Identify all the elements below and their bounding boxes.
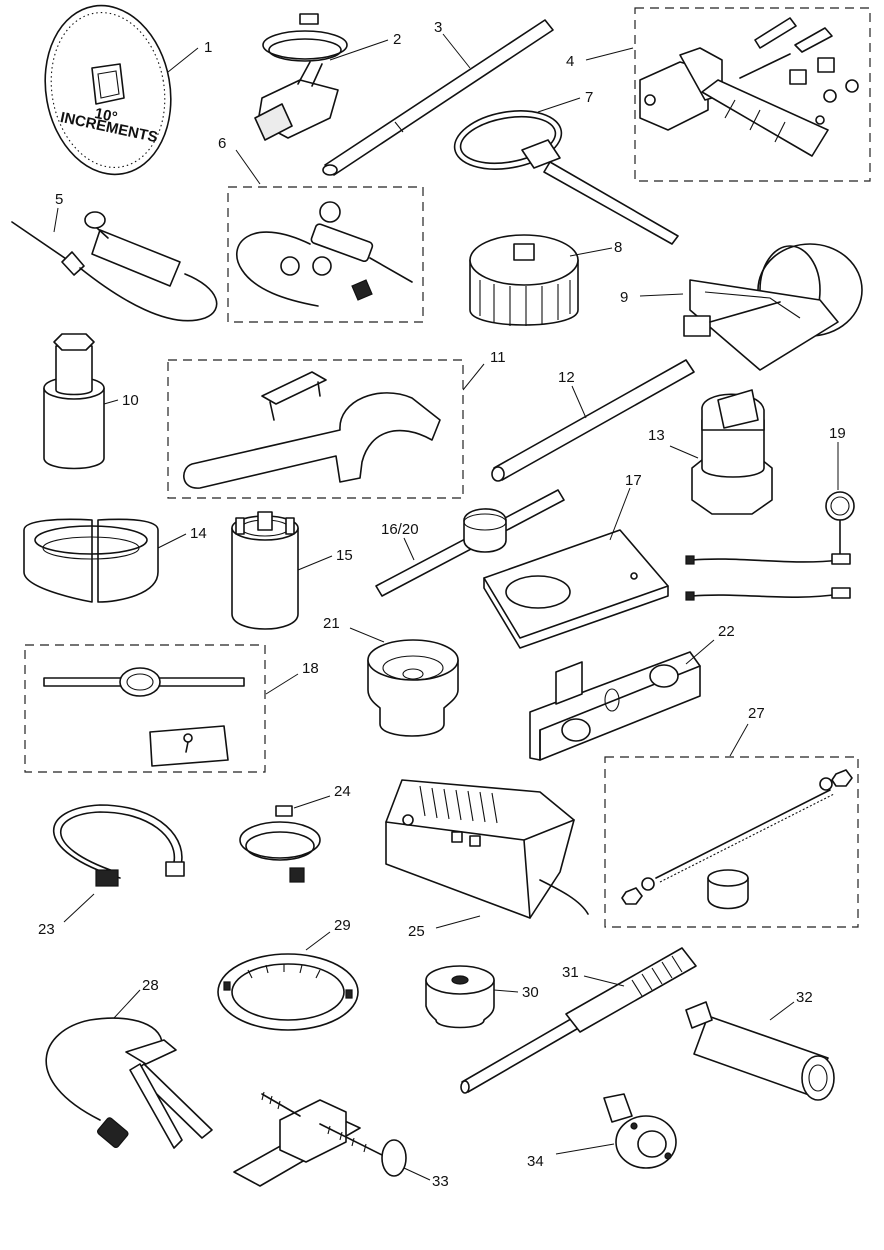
callout-11: 11 — [490, 349, 506, 366]
callout-22: 22 — [718, 623, 735, 640]
callout-31: 31 — [562, 964, 579, 981]
callout-13: 13 — [648, 427, 665, 444]
syringe-tool — [11, 211, 218, 322]
callout-10: 10 — [122, 392, 139, 409]
callout-9: 9 — [620, 289, 628, 306]
die-holder-kit — [43, 667, 245, 767]
callout-4: 4 — [566, 53, 574, 70]
t-bar-tool — [375, 489, 565, 597]
group-box-4 — [634, 7, 871, 182]
flywheel-puller-34 — [603, 1093, 677, 1169]
group-box-6 — [227, 186, 424, 323]
cylinder-puller-32 — [685, 1001, 835, 1101]
callout-25: 25 — [408, 923, 425, 940]
charger-unit — [385, 779, 589, 919]
long-rod-tool — [491, 359, 695, 482]
puller-bar-tool — [529, 651, 701, 761]
group-box-11 — [167, 359, 464, 499]
cup-adapter — [367, 639, 459, 737]
pressure-test-kit — [236, 201, 413, 307]
knurled-drift-tool — [460, 947, 697, 1094]
c-spanner-tool — [183, 371, 441, 489]
callout-32: 32 — [796, 989, 813, 1006]
callout-15: 15 — [336, 547, 353, 564]
degree-disc-tool: 10° INCREMENTS — [44, 4, 172, 176]
draw-bolt-kit — [621, 769, 853, 910]
press-clamp-tool — [683, 243, 863, 371]
callout-29: 29 — [334, 917, 351, 934]
callout-5: 5 — [55, 191, 63, 208]
callout-21: 21 — [323, 615, 340, 632]
lead-cable-24 — [239, 805, 321, 883]
long-bar-tool — [322, 19, 554, 176]
bolt-driver-tool — [43, 333, 105, 470]
oil-filter-wrench — [469, 234, 579, 326]
callout-28: 28 — [142, 977, 159, 994]
callout-16-20: 16/20 — [381, 521, 419, 538]
castellated-socket — [231, 511, 299, 630]
chain-tool-kit — [639, 17, 859, 157]
hex-socket-tool — [691, 389, 773, 515]
callout-12: 12 — [558, 369, 575, 386]
callout-3: 3 — [434, 19, 442, 36]
clutch-holder-ring — [217, 953, 359, 1031]
callout-23: 23 — [38, 921, 55, 938]
strap-wrench-tool — [453, 110, 679, 245]
callout-1: 1 — [204, 39, 212, 56]
callout-8: 8 — [614, 239, 622, 256]
split-ring-tool — [23, 518, 159, 603]
callout-6: 6 — [218, 135, 226, 152]
dial-degree-text: 10° — [93, 105, 119, 126]
callout-34: 34 — [527, 1153, 544, 1170]
diagnostic-interface-tool — [254, 13, 348, 141]
bolt-puller-33 — [233, 1091, 407, 1187]
callout-18: 18 — [302, 660, 319, 677]
callout-24: 24 — [334, 783, 351, 800]
callout-27: 27 — [748, 705, 765, 722]
drift-cup-30 — [425, 965, 495, 1029]
callout-14: 14 — [190, 525, 207, 542]
callout-30: 30 — [522, 984, 539, 1001]
cable-harness-23 — [52, 804, 185, 887]
callout-17: 17 — [625, 472, 642, 489]
pressure-gauge-tool — [685, 491, 855, 601]
callout-33: 33 — [432, 1173, 449, 1190]
callout-7: 7 — [585, 89, 593, 106]
group-box-27 — [604, 756, 859, 928]
support-plate — [483, 529, 669, 649]
hose-clamp-pliers — [45, 1017, 213, 1149]
callout-2: 2 — [393, 31, 401, 48]
group-box-18 — [24, 644, 266, 773]
callout-19: 19 — [829, 425, 846, 442]
